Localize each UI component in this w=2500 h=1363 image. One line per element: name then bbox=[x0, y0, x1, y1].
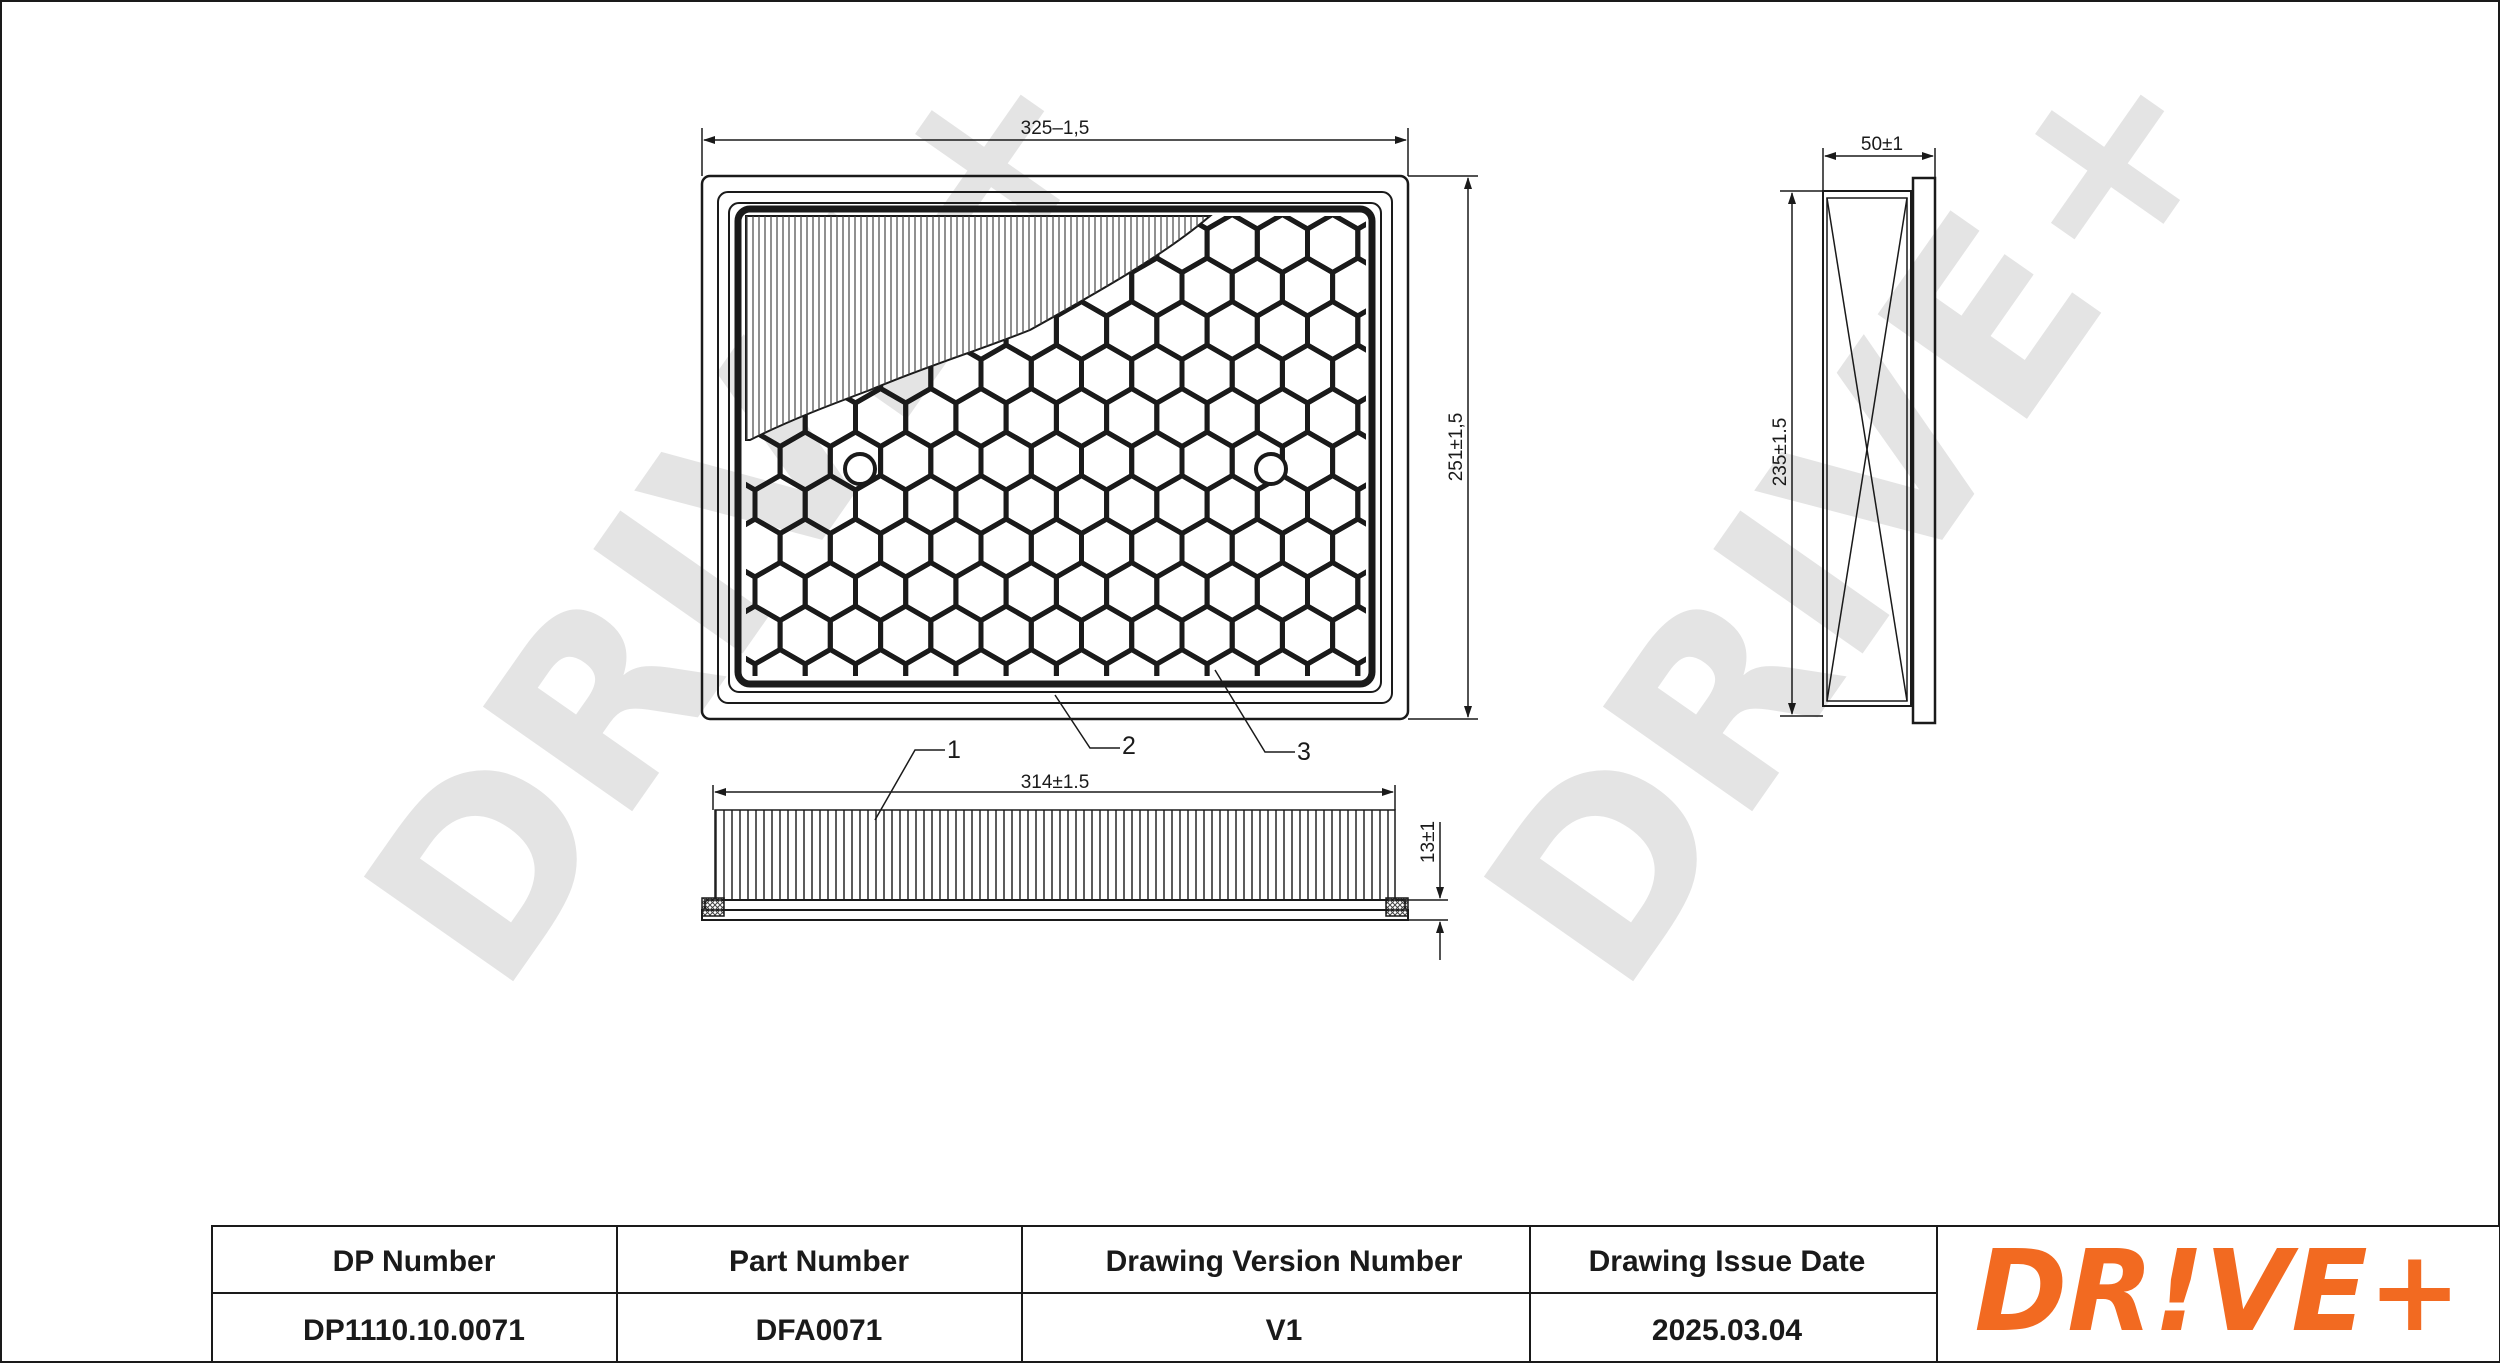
hex-cell bbox=[1355, 385, 1366, 450]
title-block: DP Number Part Number Drawing Version Nu… bbox=[211, 1225, 2500, 1363]
header-part-number: Part Number bbox=[729, 1245, 909, 1278]
hex-cell bbox=[680, 171, 730, 229]
hex-cell bbox=[1254, 646, 1310, 676]
hex-cell bbox=[1355, 216, 1366, 276]
callout-2-leader bbox=[1054, 694, 1120, 749]
side-flange bbox=[1911, 176, 1937, 725]
hex-cell bbox=[830, 693, 880, 751]
hex-cell bbox=[1104, 646, 1160, 676]
bottom-pleats bbox=[714, 809, 1396, 901]
bottom-base bbox=[704, 899, 1406, 911]
hex-cell bbox=[1355, 298, 1366, 363]
hex-cell bbox=[1408, 302, 1458, 360]
hex-cell bbox=[981, 693, 1031, 751]
dim-label-top-height: 251±1,5 bbox=[1446, 413, 1467, 482]
callout-3-leader bbox=[1214, 669, 1295, 753]
callout-3: 3 bbox=[1297, 738, 1311, 766]
callout-1: 1 bbox=[947, 736, 961, 764]
hex-cell bbox=[1003, 646, 1059, 676]
frame-mid bbox=[717, 191, 1393, 704]
hex-cell bbox=[1333, 693, 1383, 751]
hex-cell bbox=[1355, 559, 1366, 624]
hex-cell bbox=[903, 646, 959, 676]
hex-cell bbox=[1132, 693, 1182, 751]
bottom-gasket-right bbox=[1385, 897, 1409, 917]
frame-outer bbox=[700, 174, 1410, 721]
hex-cell bbox=[1408, 563, 1458, 621]
frame-inner bbox=[728, 202, 1382, 693]
hex-cell bbox=[853, 646, 909, 676]
brand-logo: DR!VE+ bbox=[1974, 1227, 2461, 1357]
side-view: 50±1 235±1.5 bbox=[1770, 134, 1937, 725]
hex-cell bbox=[1053, 646, 1110, 676]
dim-label-top-width: 325–1,5 bbox=[1021, 118, 1090, 139]
top-view: 325–1,5 251±1,5 2 3 bbox=[680, 118, 1478, 766]
bottom-flange bbox=[701, 909, 1409, 921]
hex-cell bbox=[1031, 693, 1081, 751]
dim-label-side-depth: 50±1 bbox=[1861, 134, 1903, 155]
header-drawing-version: Drawing Version Number bbox=[1106, 1245, 1463, 1278]
side-media bbox=[1826, 197, 1908, 702]
hex-cell bbox=[1182, 693, 1232, 751]
mounting-hole-right bbox=[1254, 452, 1288, 486]
dim-label-bottom-thickness: 13±1 bbox=[1418, 821, 1439, 863]
hex-cell bbox=[1408, 476, 1458, 534]
callout-2: 2 bbox=[1122, 732, 1136, 760]
hex-cell bbox=[881, 693, 931, 751]
hex-cell bbox=[780, 693, 830, 751]
hex-cell bbox=[1232, 693, 1282, 751]
hex-cell bbox=[802, 646, 858, 676]
dim-label-bottom-length: 314±1.5 bbox=[1021, 772, 1090, 793]
hex-cell bbox=[1305, 646, 1361, 676]
dim-label-side-height: 235±1.5 bbox=[1770, 418, 1791, 487]
hex-cell bbox=[1355, 472, 1366, 537]
hex-cell bbox=[1408, 215, 1458, 273]
value-part-number: DFA0071 bbox=[756, 1314, 883, 1347]
hex-cell bbox=[1408, 650, 1458, 708]
hex-cell bbox=[1355, 646, 1366, 676]
header-issue-date: Drawing Issue Date bbox=[1589, 1245, 1866, 1278]
header-dp-number: DP Number bbox=[333, 1245, 496, 1278]
watermark-right: DRIVE+ bbox=[1430, 0, 2280, 1034]
mounting-hole-left bbox=[843, 452, 877, 486]
side-frame bbox=[1822, 190, 1912, 707]
hex-cell bbox=[1408, 128, 1458, 186]
bottom-gasket-left bbox=[701, 897, 725, 917]
callout-1-leader bbox=[874, 749, 945, 821]
value-dp-number: DP1110.10.0071 bbox=[303, 1314, 525, 1347]
filter-media-pleats bbox=[746, 216, 1210, 440]
filter-seal bbox=[734, 205, 1376, 688]
value-issue-date: 2025.03.04 bbox=[1652, 1314, 1802, 1347]
bottom-view: 314±1.5 13±1 1 bbox=[701, 736, 1448, 960]
hex-cell bbox=[953, 646, 1009, 676]
hex-cell bbox=[1154, 646, 1210, 676]
value-drawing-version: V1 bbox=[1266, 1314, 1303, 1347]
